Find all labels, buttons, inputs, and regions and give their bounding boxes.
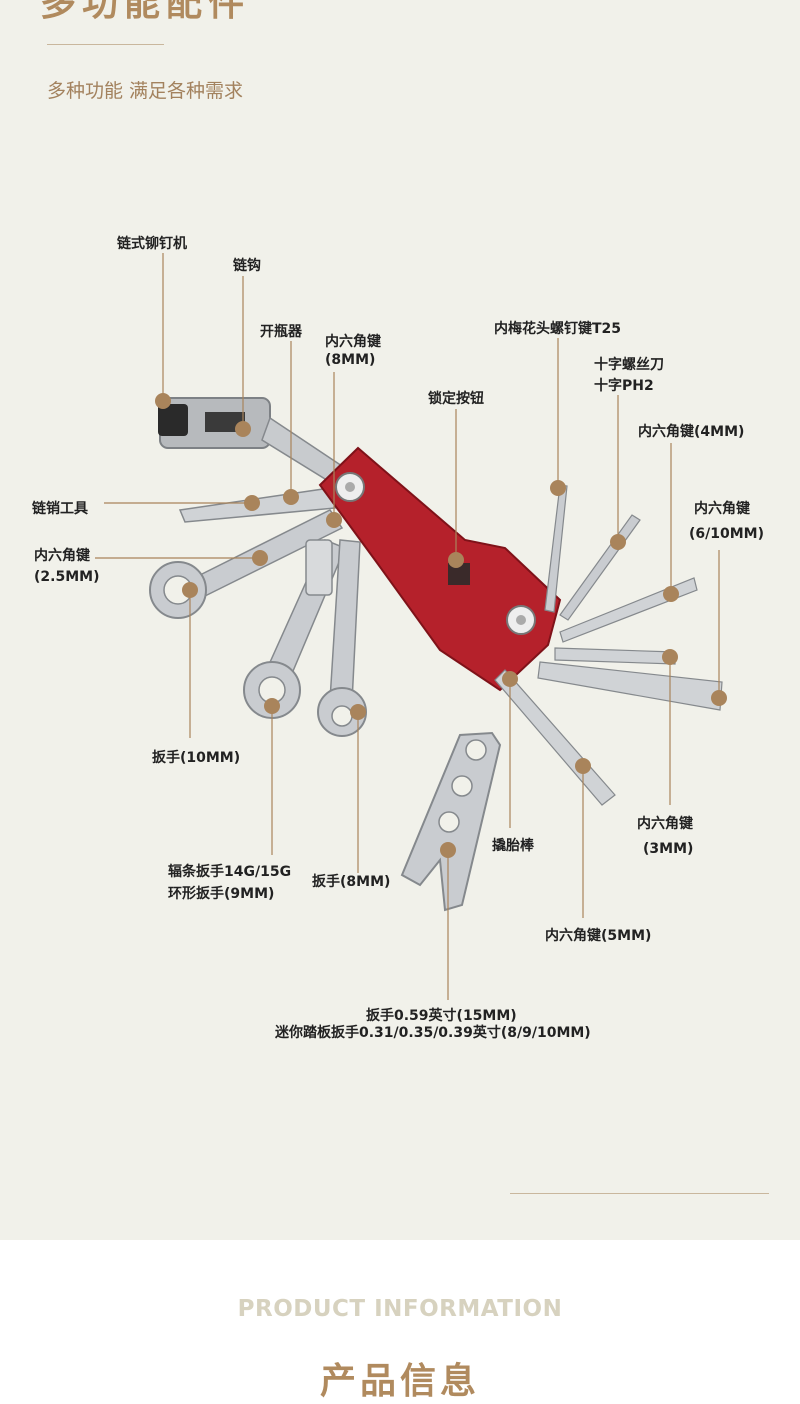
label-hex-2-5mm-line2: (2.5MM) — [34, 569, 100, 585]
label-hex-6-10mm-line1: 内六角键 — [694, 501, 750, 517]
label-spoke-wrench-line2: 环形扳手(9MM) — [168, 886, 275, 902]
title-underline — [47, 44, 164, 45]
label-wrench-10mm: 扳手(10MM) — [152, 750, 241, 766]
callout-dots — [155, 393, 727, 858]
label-hex-6-10mm-line2: (6/10MM) — [689, 526, 764, 542]
pedal-wrench — [400, 731, 502, 912]
label-hex-2-5mm-line1: 内六角键 — [34, 548, 90, 564]
label-wrench-8mm: 扳手(8MM) — [312, 874, 391, 890]
label-wrench-15mm-line1: 扳手0.59英寸(15MM) — [366, 1008, 517, 1024]
label-lock-button: 锁定按钮 — [428, 391, 484, 407]
label-bottle-opener: 开瓶器 — [260, 324, 302, 340]
label-tire-lever: 撬胎棒 — [492, 838, 534, 854]
label-torx-t25: 内梅花头螺钉键T25 — [494, 321, 622, 337]
label-hex-3mm-line1: 内六角键 — [637, 816, 693, 832]
feature-panel: 多功能配件 多种功能 满足各种需求 — [0, 0, 800, 1240]
label-chain-rivet: 链式铆钉机 — [117, 236, 187, 252]
chain-breaker-tool — [158, 397, 347, 483]
label-chain-pin-tool: 链销工具 — [32, 501, 88, 517]
leader-lines — [95, 253, 720, 1000]
product-info-heading-en: PRODUCT INFORMATION — [237, 1296, 563, 1322]
label-hex-5mm: 内六角键(5MM) — [545, 928, 652, 944]
label-screwdriver-line2: 十字PH2 — [594, 378, 654, 394]
label-screwdriver-line1: 十字螺丝刀 — [594, 357, 664, 373]
label-hex-3mm-line2: (3MM) — [643, 841, 694, 857]
label-hex-8mm-line1: 内六角键 — [325, 334, 381, 350]
label-hex-8mm-line2: (8MM) — [325, 352, 376, 368]
label-spoke-wrench-line1: 辐条扳手14G/15G — [168, 864, 292, 880]
section-title-partial: 多功能配件 — [40, 0, 251, 24]
label-hex-4mm: 内六角键(4MM) — [638, 424, 745, 440]
multitool-illustration — [95, 253, 727, 1000]
label-chain-hook: 链钩 — [233, 258, 261, 274]
bottom-rule — [510, 1193, 769, 1194]
label-wrench-15mm-line2: 迷你踏板扳手0.31/0.35/0.39英寸(8/9/10MM) — [275, 1025, 591, 1041]
red-tool-body — [318, 446, 562, 692]
product-info-heading-zh: 产品信息 — [319, 1361, 480, 1402]
section-subtitle: 多种功能 满足各种需求 — [47, 80, 244, 102]
